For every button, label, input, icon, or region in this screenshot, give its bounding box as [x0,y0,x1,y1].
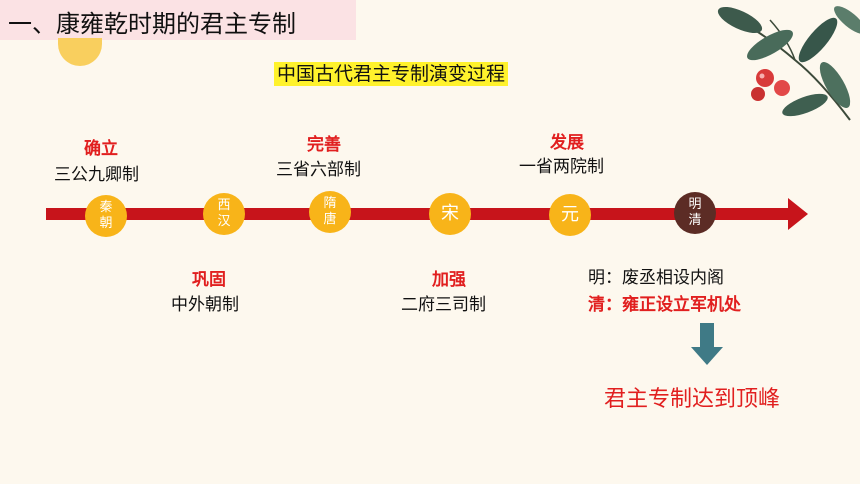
node-sui-tang: 隋唐 [309,191,351,233]
stage-label-develop: 发展 [550,133,584,153]
node-western-han: 西汉 [203,193,245,235]
system-label-yisheng: 一省两院制 [519,157,604,177]
system-label-sangong: 三公九卿制 [54,165,139,185]
conclusion-text: 君主专制达到顶峰 [604,387,781,412]
node-ming-qing: 明清 [674,192,716,234]
page-title: 一、康雍乾时期的君主专制 [8,10,296,38]
down-arrow-icon [691,323,723,365]
node-song: 宋 [429,193,471,235]
node-qin: 秦朝 [85,195,127,237]
stage-label-strengthen: 加强 [432,270,466,290]
stage-label-establish: 确立 [84,139,118,159]
node-yuan: 元 [549,194,591,236]
qing-note: 清：雍正设立军机处 [588,295,741,315]
stage-label-consolidate: 巩固 [192,270,226,290]
system-label-erfu: 二府三司制 [401,295,486,315]
system-label-zhongwai: 中外朝制 [171,295,239,315]
stage-label-perfect: 完善 [307,135,341,155]
system-label-sansheng: 三省六部制 [276,160,361,180]
ming-note: 明：废丞相设内阁 [588,268,724,288]
title-banner: 一、康雍乾时期的君主专制 [0,0,356,40]
diagram-subtitle: 中国古代君主专制演变过程 [274,62,509,86]
berry-branch-decoration [717,6,860,121]
